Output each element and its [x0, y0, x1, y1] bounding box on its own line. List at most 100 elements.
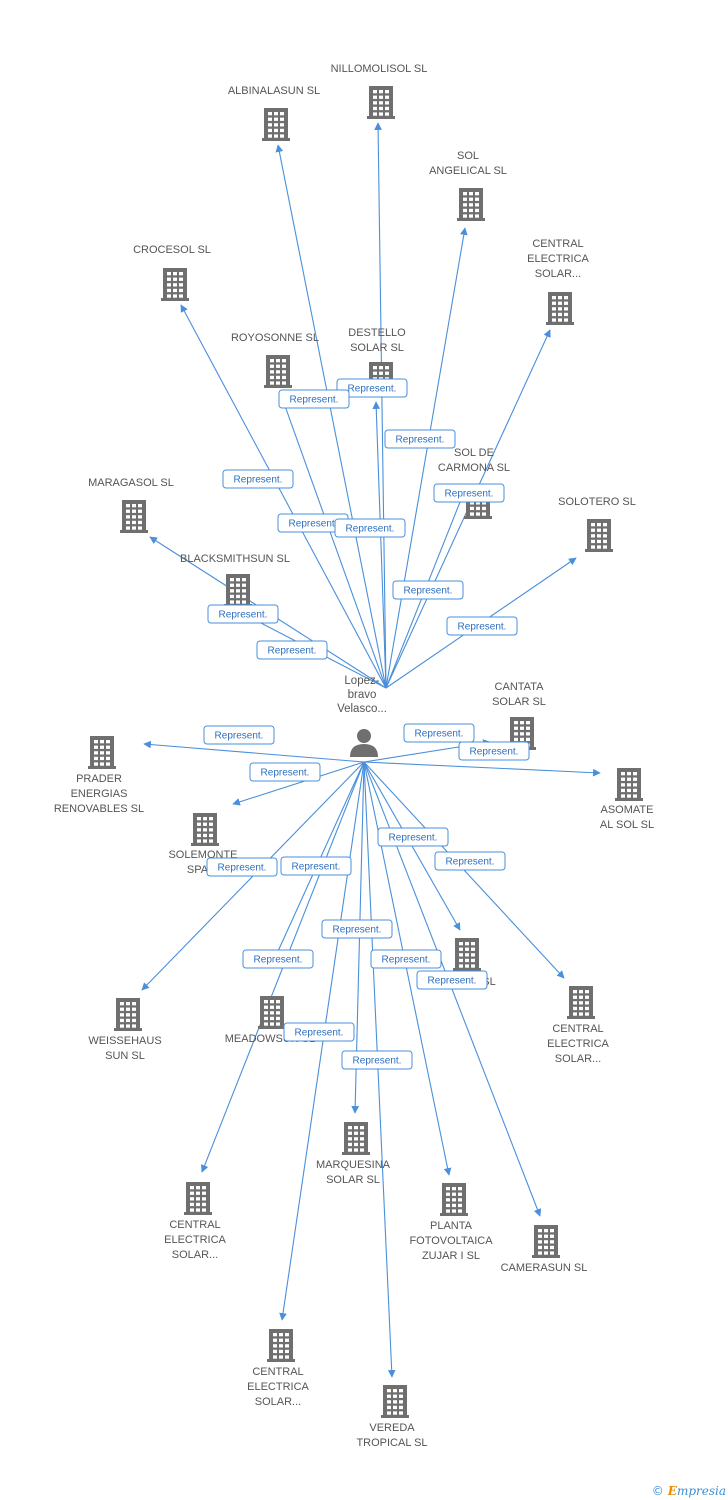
company-node[interactable]: CROCESOL SL [133, 244, 211, 301]
relation-label-box [416, 970, 488, 990]
relation-label[interactable]: Represent. [277, 513, 349, 533]
building-window [282, 381, 286, 385]
building-window [179, 283, 183, 287]
building-icon [453, 938, 481, 971]
company-node[interactable]: CENTRALELECTRICASOLAR... [547, 986, 610, 1065]
relation-label[interactable]: Represent. [377, 827, 449, 847]
relation-label[interactable]: Represent. [222, 469, 294, 489]
building-window [621, 777, 625, 781]
relation-label-text: Represent. [389, 833, 438, 844]
relation-label[interactable]: Represent. [283, 1022, 355, 1042]
building-window [385, 366, 389, 370]
relation-label[interactable]: Represent. [206, 857, 278, 877]
relation-label[interactable]: Represent. [370, 949, 442, 969]
building-window [385, 101, 389, 105]
building-window [550, 1229, 554, 1233]
relation-label[interactable]: Represent. [256, 640, 328, 660]
relation-label-box [341, 1050, 413, 1070]
building-icon [161, 268, 189, 301]
building-window [242, 600, 246, 604]
building-window [173, 294, 177, 298]
relation-label-text: Represent. [289, 519, 338, 530]
company-node[interactable]: ALBINALASUN SL [228, 85, 320, 141]
relation-label[interactable]: Represent. [403, 723, 475, 743]
relation-label[interactable]: Represent. [458, 741, 530, 761]
building-window [106, 751, 110, 755]
relation-label-text: Represent. [382, 955, 431, 966]
building-window [94, 762, 98, 766]
relation-label[interactable]: Represent. [416, 970, 488, 990]
company-node[interactable]: CENTRALELECTRICASOLAR... [164, 1182, 227, 1261]
center-person-node[interactable]: Lopez-bravoVelasco... [337, 675, 387, 757]
company-label: ROYOSONNE SL [231, 332, 319, 344]
relation-label[interactable]: Represent. [249, 762, 321, 782]
building-window [471, 947, 475, 951]
relation-label[interactable]: Represent. [334, 518, 406, 538]
building-window [203, 833, 207, 838]
relation-edge [372, 401, 387, 689]
relation-label[interactable]: Represent. [242, 949, 314, 969]
building-window [520, 737, 524, 742]
building-window [282, 359, 286, 363]
building-window [132, 504, 136, 508]
relation-label[interactable]: Represent. [278, 389, 350, 409]
company-node[interactable]: NILLOMOLISOL SL [331, 63, 428, 119]
relation-label[interactable]: Represent. [392, 580, 464, 600]
building-window [544, 1251, 548, 1255]
company-node[interactable]: CENTRALELECTRICASOLAR... [247, 1329, 310, 1408]
building-window [230, 589, 234, 593]
building-window [544, 1229, 548, 1233]
building-window [138, 509, 142, 513]
relation-label-text: Represent. [292, 862, 341, 873]
building-window [603, 534, 607, 538]
relation-label[interactable]: Represent. [203, 725, 275, 745]
building-window [197, 828, 201, 832]
relation-label-box [280, 856, 352, 876]
company-node[interactable]: MARAGASOL SL [88, 477, 174, 533]
building-window [209, 817, 213, 821]
building-window [627, 777, 631, 781]
company-node[interactable]: ROYOSONNE SL [231, 332, 319, 388]
company-node[interactable]: CENTRALELECTRICASOLAR... [527, 238, 590, 325]
relation-label[interactable]: Represent. [336, 378, 408, 398]
relation-label[interactable]: Represent. [341, 1050, 413, 1070]
building-window [230, 578, 234, 582]
company-node[interactable]: MEADOWSUN SL [225, 996, 315, 1045]
company-label: SOLAR... [255, 1396, 301, 1408]
relation-label-text: Represent. [333, 925, 382, 936]
building-window [538, 1245, 542, 1250]
building-window [280, 128, 284, 133]
building-window [470, 512, 474, 516]
building-window [360, 1131, 364, 1135]
relation-edge [275, 144, 387, 689]
building-window [538, 1251, 542, 1255]
building-window [463, 203, 467, 207]
building-window [393, 1389, 397, 1393]
relation-label[interactable]: Represent. [321, 919, 393, 939]
building-window [354, 1148, 358, 1152]
relation-label[interactable]: Represent. [280, 856, 352, 876]
company-node[interactable]: SL [453, 938, 496, 988]
relation-label[interactable]: Represent. [446, 616, 518, 636]
company-node[interactable]: SOLOTERO SL [558, 496, 636, 552]
relation-label[interactable]: Represent. [384, 429, 456, 449]
relation-label[interactable]: Represent. [433, 483, 505, 503]
building-window [273, 1333, 277, 1337]
relation-label[interactable]: Represent. [207, 604, 279, 624]
relation-label[interactable]: Represent. [434, 851, 506, 871]
building-base [546, 322, 574, 325]
building-icon [264, 355, 292, 388]
company-node[interactable]: CAMERASUN SL [501, 1225, 588, 1274]
company-node[interactable]: BLACKSMITHSUN SL [180, 553, 290, 607]
building-window [452, 1209, 456, 1213]
